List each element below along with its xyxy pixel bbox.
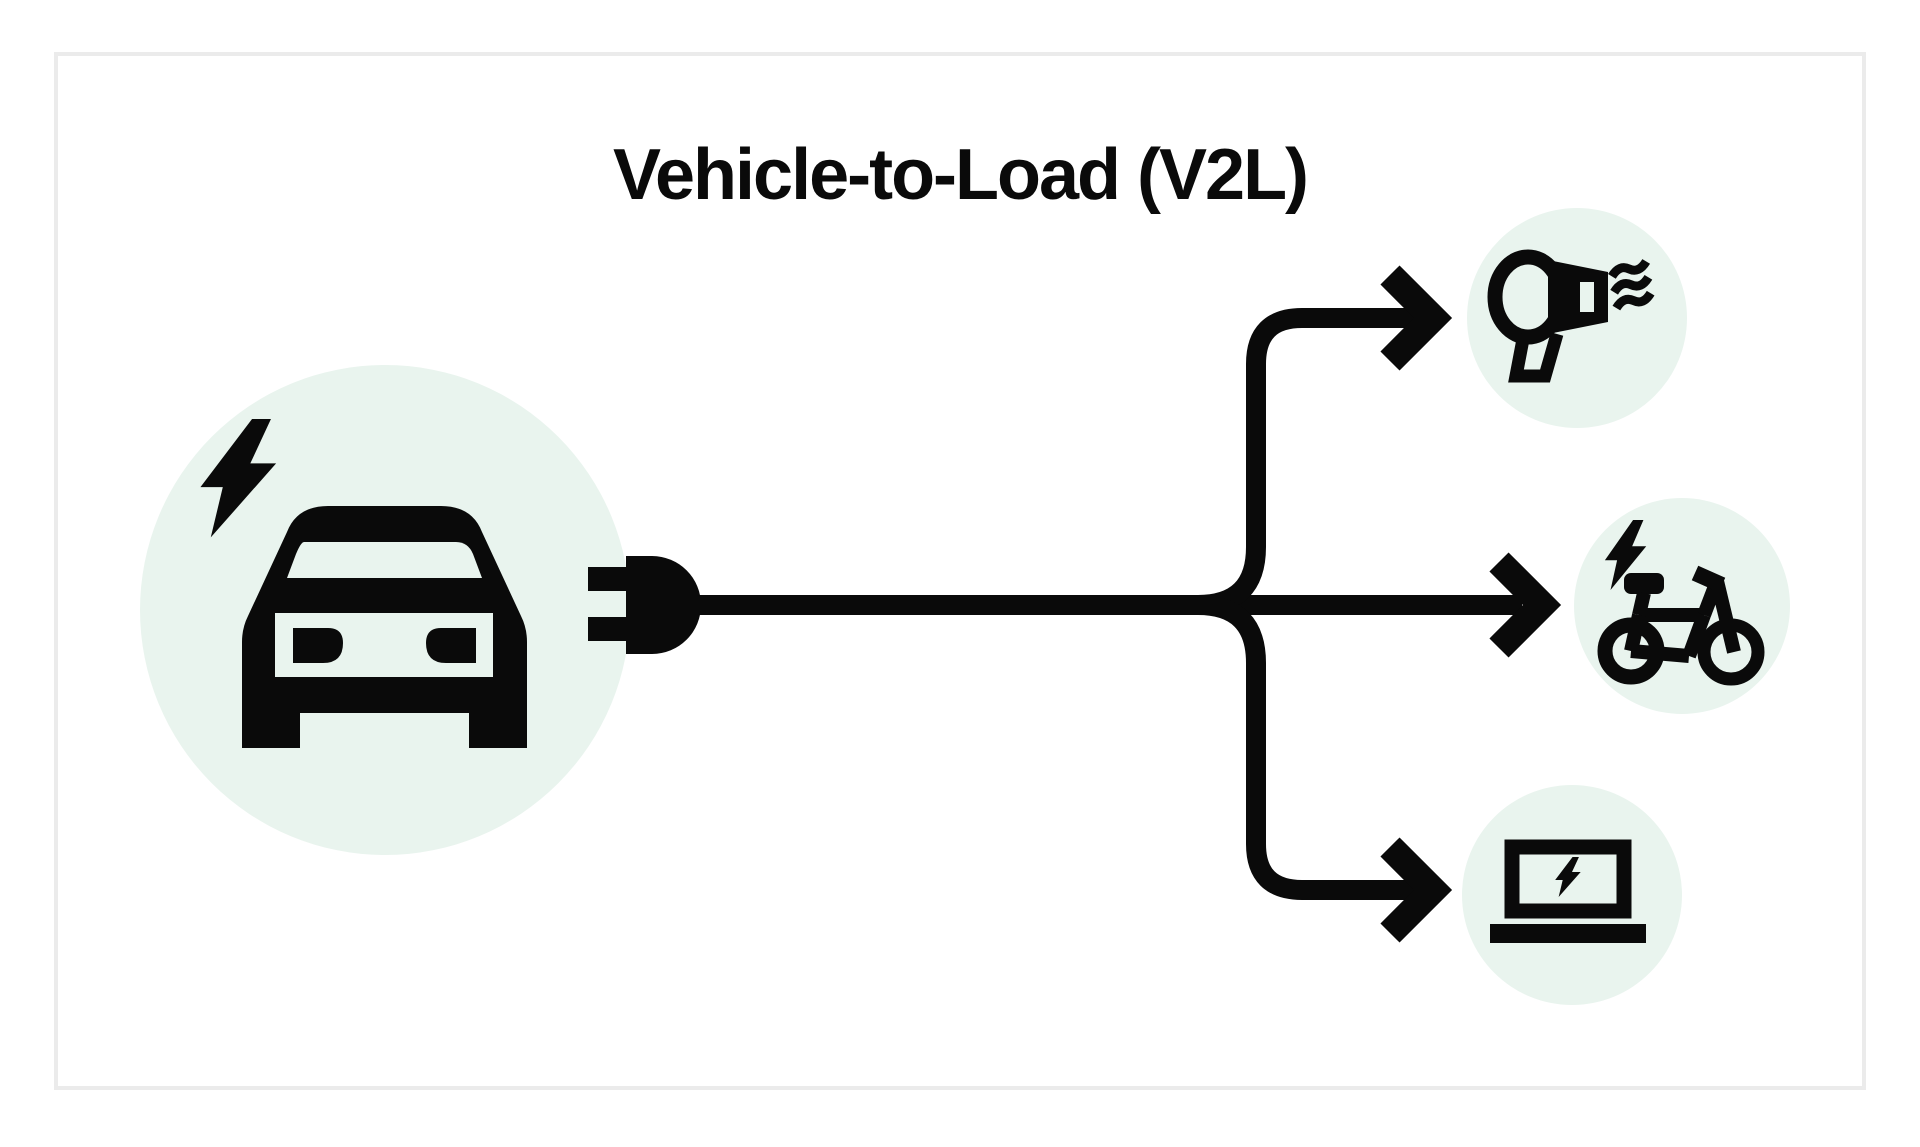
electric-car-icon (200, 419, 527, 748)
laptop-charging-icon (1490, 839, 1646, 943)
electric-bike-disc (1574, 498, 1790, 714)
laptop-base (1490, 924, 1646, 943)
seat (1624, 573, 1664, 594)
headlight-right (426, 628, 476, 663)
arrow-up-icon (1380, 265, 1453, 371)
power-flow-lines (695, 265, 1562, 943)
hair-dryer-icon (1487, 249, 1655, 383)
airflow-waves-icon (1608, 258, 1655, 311)
arrow-down-icon (1380, 837, 1453, 943)
branch-down-line (1197, 595, 1414, 900)
laptop-screen (1504, 839, 1632, 919)
bike-frame (1624, 565, 1741, 663)
branch-up-line (1197, 308, 1414, 615)
headlight-left (293, 628, 343, 663)
page-title: Vehicle-to-Load (V2L) (612, 135, 1309, 215)
laptop-disc (1462, 785, 1682, 1005)
arrow-middle-icon (1489, 552, 1562, 658)
electric-bike-icon (1597, 520, 1765, 686)
windshield (287, 542, 482, 578)
power-plug-icon (588, 556, 701, 654)
